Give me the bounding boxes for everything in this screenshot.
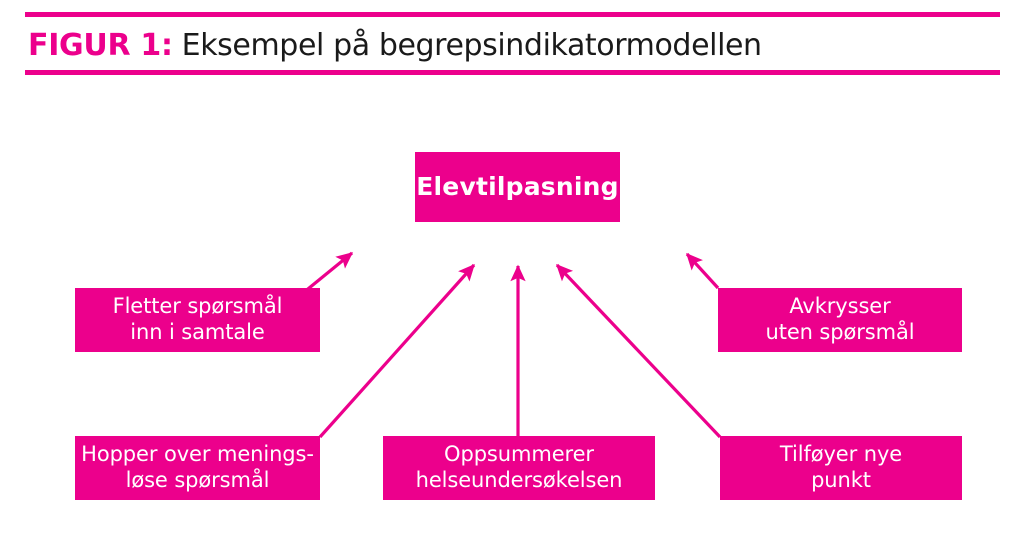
- connector-fletter-to-root: [301, 251, 354, 295]
- connector-avkrysser-to-root: [685, 252, 720, 290]
- node-fletter-sporsmal-line-2: inn i samtale: [130, 320, 265, 344]
- node-avkrysser-uten-sporsmal[interactable]: Avkrysser uten spørsmål: [718, 288, 962, 352]
- figure-title: Eksempel på begrepsindikatormodellen: [181, 27, 762, 63]
- node-hopper-line-1: Hopper over menings-: [81, 442, 314, 467]
- node-tilfoyer-line-1: Tilføyer nye: [779, 442, 903, 467]
- node-avkrysser-uten-sporsmal-line-2: uten spørsmål: [765, 320, 915, 344]
- node-oppsummerer-line-2: helseundersøkelsen: [415, 468, 623, 492]
- header-title-line: FIGUR 1: Eksempel på begrepsindikatormod…: [28, 23, 762, 67]
- connector-hopper-to-root: [318, 263, 476, 439]
- node-oppsummerer-line-1: Oppsummerer: [444, 442, 594, 467]
- header-rule-top: [25, 12, 1000, 17]
- node-tilfoyer-nye-punkt[interactable]: Tilføyer nye punkt: [720, 436, 962, 500]
- node-tilfoyer-line-2: punkt: [811, 468, 871, 492]
- node-elevtilpasning-line-1: Elevtilpasning: [416, 171, 619, 201]
- connector-tilfoyer-to-root: [555, 263, 722, 439]
- node-hopper-over-meningslose-sporsmal[interactable]: Hopper over menings- løse spørsmål: [75, 436, 320, 500]
- header-rule-bottom: [25, 70, 1000, 75]
- figure-number-label: FIGUR 1:: [28, 27, 173, 63]
- node-fletter-sporsmal[interactable]: Fletter spørsmål inn i samtale: [75, 288, 320, 352]
- figure-header: FIGUR 1: Eksempel på begrepsindikatormod…: [25, 12, 1000, 75]
- node-fletter-sporsmal-line-1: Fletter spørsmål: [112, 294, 283, 319]
- node-hopper-line-2: løse spørsmål: [125, 468, 270, 492]
- node-oppsummerer-helseundersokelsen[interactable]: Oppsummerer helseundersøkelsen: [383, 436, 655, 500]
- node-avkrysser-uten-sporsmal-line-1: Avkrysser: [789, 294, 891, 319]
- node-elevtilpasning[interactable]: Elevtilpasning: [415, 152, 620, 222]
